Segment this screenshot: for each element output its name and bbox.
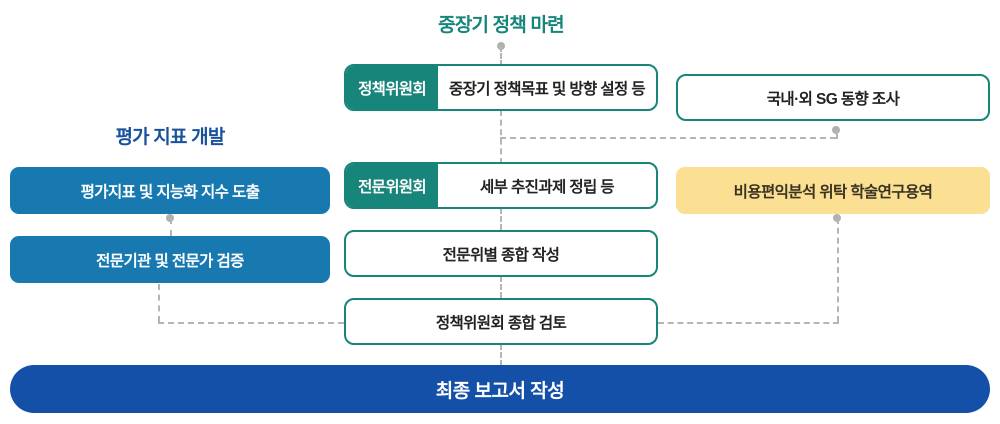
left-column-title: 평가 지표 개발 [115, 127, 225, 148]
connector-right-survey-stub [836, 130, 838, 139]
connector-center-to-right-survey [500, 137, 836, 139]
center-box-policy-committee[interactable]: 정책위원회 중장기 정책목표 및 방향 설정 등 [344, 64, 658, 111]
connector-left-right-to-review [158, 322, 344, 324]
center-box-policy-review[interactable]: 정책위원회 종합 검토 [344, 298, 658, 345]
center-box-subcommittee-summary[interactable]: 전문위별 종합 작성 [344, 230, 658, 277]
center-column-title: 중장기 정책 마련 [438, 15, 565, 36]
center-box-policy-committee-label: 정책위원회 [346, 66, 438, 109]
left-box-expert-verification[interactable]: 전문기관 및 전문가 검증 [10, 236, 330, 283]
right-box-sg-trend-survey[interactable]: 국내·외 SG 동향 조사 [676, 74, 990, 121]
connector-center-box2-to-box3 [500, 208, 502, 230]
connector-center-title-to-box1 [500, 46, 502, 66]
center-box-expert-committee-label: 전문위원회 [346, 164, 438, 207]
connector-yellow-down-to-review [837, 218, 839, 322]
center-box-policy-committee-text: 중장기 정책목표 및 방향 설정 등 [448, 80, 646, 98]
left-box-evaluation-index[interactable]: 평가지표 및 지능화 지수 도출 [10, 167, 330, 214]
connector-yellow-left-to-review [658, 322, 839, 324]
right-box-cost-benefit-research[interactable]: 비용편익분석 위탁 학술연구용역 [676, 167, 990, 214]
connector-center-box3-to-box4 [500, 276, 502, 298]
connector-left-box1-to-box2 [170, 218, 172, 236]
final-report-bar[interactable]: 최종 보고서 작성 [10, 365, 990, 413]
center-box-expert-committee-text: 세부 추진과제 정립 등 [479, 178, 615, 196]
center-box-expert-committee[interactable]: 전문위원회 세부 추진과제 정립 등 [344, 162, 658, 209]
connector-center-box4-to-final [500, 344, 502, 366]
connector-left-down-to-review [158, 284, 160, 322]
